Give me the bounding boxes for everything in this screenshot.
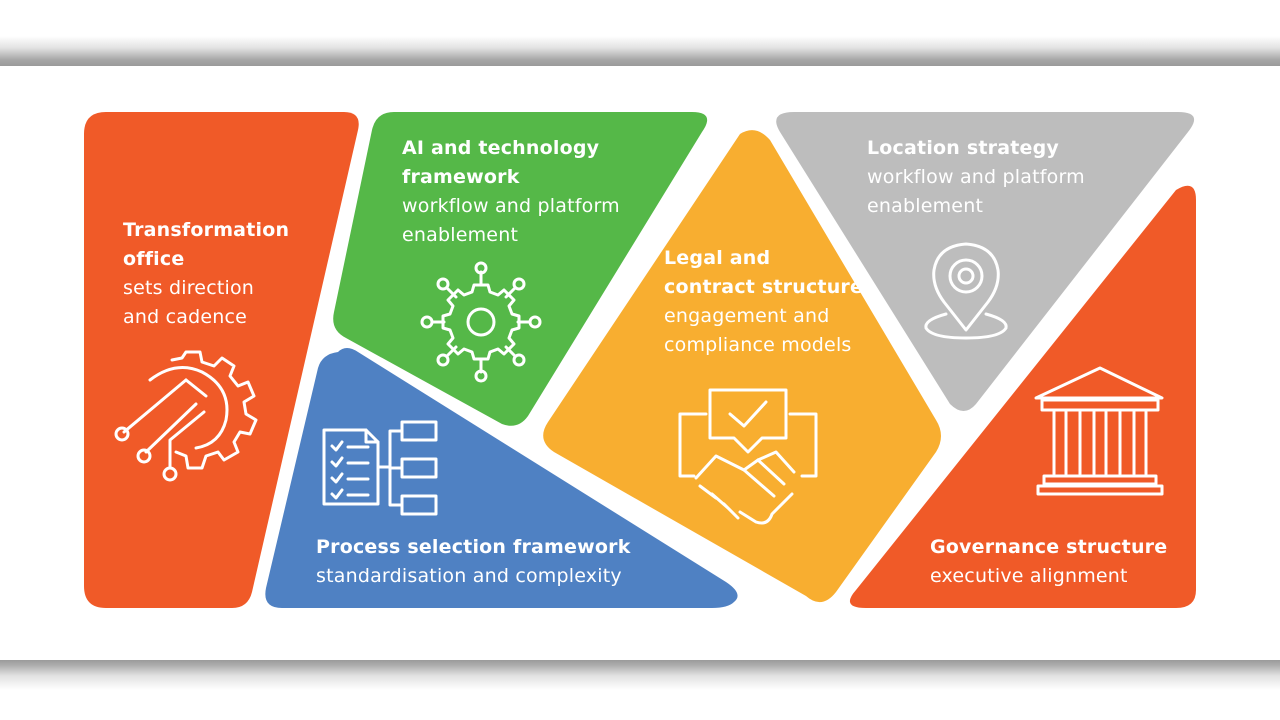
process-selection-shape (265, 348, 738, 608)
top-shadow-band (0, 0, 1280, 66)
process-selection-label: Process selection framework standardisat… (316, 533, 631, 591)
location-strategy-subtitle-line-2: enablement (867, 195, 984, 217)
building-columns-icon (1034, 366, 1164, 496)
legal-contract-subtitle-line-2: compliance models (664, 334, 852, 356)
governance-structure-shape (849, 185, 1196, 608)
location-strategy-label: Location strategy workflow and platform … (867, 134, 1085, 221)
transformation-office-title-line-1: Transformation (123, 219, 290, 241)
ai-technology-subtitle-line-1: workflow and platform (402, 195, 620, 217)
process-selection-title: Process selection framework (316, 536, 631, 558)
legal-contract-title-line-2: contract structure (664, 276, 864, 298)
ai-technology-shape (333, 112, 708, 426)
legal-contract-subtitle-line-1: engagement and (664, 305, 830, 327)
transformation-office-title-line-2: office (123, 248, 185, 270)
governance-structure-label: Governance structure executive alignment (930, 533, 1167, 591)
transformation-office-subtitle-line-1: sets direction (123, 277, 255, 299)
governance-structure-subtitle: executive alignment (930, 565, 1128, 587)
network-gear-icon (420, 261, 542, 383)
ai-technology-title-line-2: framework (402, 166, 520, 188)
location-pin-icon (924, 242, 1008, 340)
ai-technology-title-line-1: AI and technology (402, 137, 600, 159)
bottom-shadow-band (0, 660, 1280, 720)
location-strategy-title: Location strategy (867, 137, 1059, 159)
legal-contract-shape (543, 130, 941, 603)
transformation-office-label: Transformation office sets direction and… (123, 216, 289, 332)
checklist-flow-icon (322, 420, 438, 516)
location-strategy-shape (776, 112, 1195, 411)
ai-technology-label: AI and technology framework workflow and… (402, 134, 620, 250)
transformation-office-subtitle-line-2: and cadence (123, 306, 248, 328)
process-selection-subtitle: standardisation and complexity (316, 565, 622, 587)
ai-technology-subtitle-line-2: enablement (402, 224, 519, 246)
handshake-check-icon (678, 388, 818, 525)
governance-structure-title: Governance structure (930, 536, 1168, 558)
gear-circuit-icon (114, 350, 258, 482)
location-strategy-subtitle-line-1: workflow and platform (867, 166, 1085, 188)
legal-contract-title-line-1: Legal and (664, 247, 771, 269)
legal-contract-label: Legal and contract structure engagement … (664, 244, 863, 360)
